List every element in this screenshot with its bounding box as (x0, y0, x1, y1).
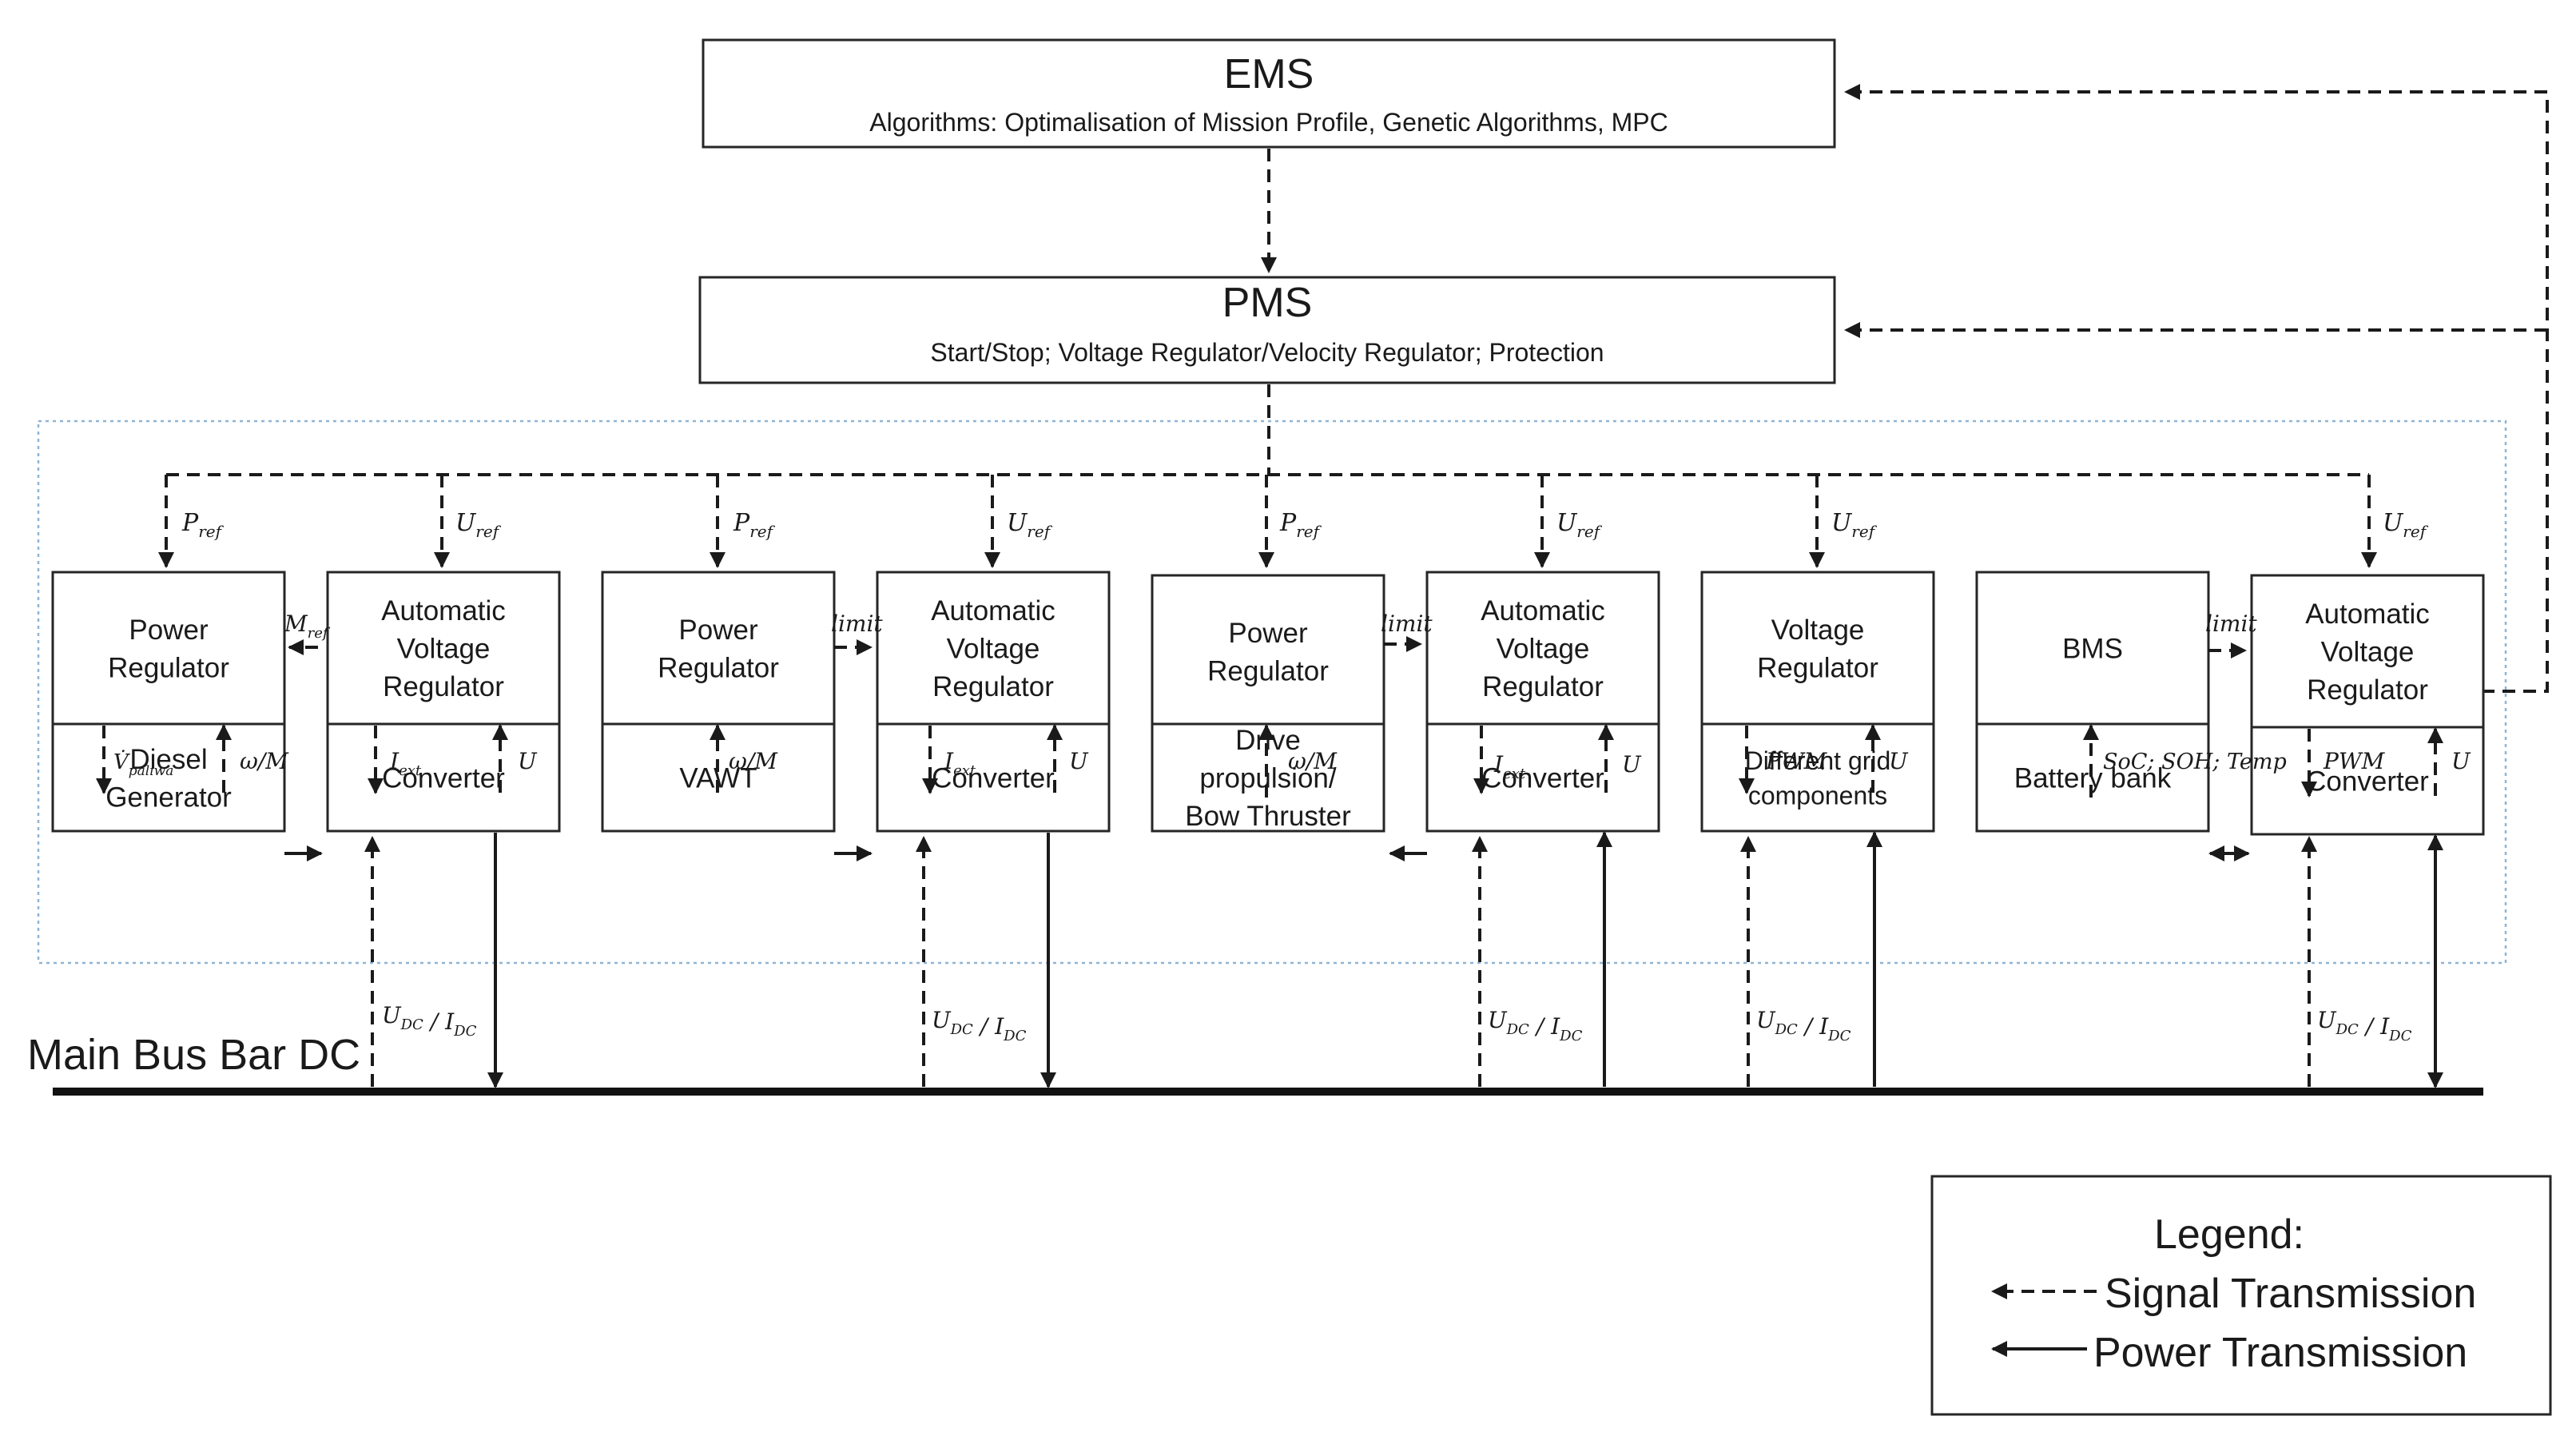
pms-title: PMS (1222, 280, 1313, 326)
u-2-label: U (1069, 748, 1089, 774)
converter-4-label-line-1: Converter (2306, 766, 2429, 798)
avr-2-label-line-2: Voltage (947, 634, 1040, 665)
voltage-regulator-label-line-2: Regulator (1757, 652, 1878, 683)
ems-block: EMS Algorithms: Optimalisation of Missio… (702, 38, 1836, 149)
limit-2-label: limit (1381, 611, 1433, 637)
battery-bank-block: Battery bank (1975, 722, 2210, 833)
control-area-frame (37, 420, 2507, 965)
avr-4-label-line-3: Regulator (2307, 674, 2428, 706)
u-1-label: U (518, 748, 538, 774)
main-bus-label: Main Bus Bar DC (27, 1031, 360, 1079)
i-ext-1-label: Iext (389, 748, 422, 779)
main-bus-bar: Main Bus Bar DC (27, 1031, 2483, 1096)
diesel-generator-label-line-2: Generator (105, 782, 232, 813)
bms-block: BMS (1975, 571, 2210, 726)
udc-idc-4-label: UDC / IDC (1756, 1007, 1851, 1044)
grid-components-label-line-2: components (1748, 781, 1887, 809)
avr-4-label-line-2: Voltage (2321, 637, 2415, 668)
limit-1-label: limit (831, 611, 883, 637)
voltage-regulator-label-line-1: Voltage (1771, 615, 1865, 646)
i-ext-3-label: Iext (1493, 751, 1526, 782)
avr-2-label-line-1: Automatic (931, 595, 1055, 627)
battery-bank-label-line-1: Battery bank (2014, 763, 2172, 794)
avr-3-label-line-2: Voltage (1497, 634, 1590, 665)
u-ref-5-label: Uref (2383, 509, 2429, 541)
avr-1-label-line-3: Regulator (383, 671, 504, 702)
drive-propulsion-label-line-3: Bow Thruster (1185, 801, 1351, 832)
power-regulator-1-label-line-1: Power (129, 615, 209, 646)
converter-4-block: Converter (2250, 726, 2485, 836)
legend-signal-text: Signal Transmission (2105, 1271, 2476, 1317)
avr-1-label-line-2: Voltage (397, 634, 491, 665)
grid-components-label-line-1: Different grid (1745, 746, 1891, 775)
p-ref-2-label: Pref (733, 509, 776, 541)
pms-distribution-signal (166, 384, 2369, 476)
i-ext-2-label: Iext (944, 748, 976, 779)
soc-label: SoC; SOH; Temp (2103, 750, 2287, 774)
u-3-label: U (1622, 751, 1642, 778)
converter-1-block: Converter (326, 722, 561, 833)
legend-title: Legend: (2154, 1211, 2304, 1258)
udc-idc-3-label: UDC / IDC (1488, 1007, 1583, 1044)
avr-1-label-line-1: Automatic (381, 595, 506, 627)
p-ref-3-label: Pref (1279, 509, 1322, 541)
ems-subtitle: Algorithms: Optimalisation of Mission Pr… (869, 108, 1668, 137)
omega-m-1-label: ω/M (240, 748, 289, 774)
p-ref-1-label: Pref (181, 509, 225, 541)
udc-idc-5-label: UDC / IDC (2317, 1007, 2412, 1044)
u-4-label: U (1889, 748, 1909, 774)
ems-title: EMS (1224, 51, 1314, 97)
converter-3-label-line-1: Converter (1481, 763, 1604, 794)
power-regulator-3-label-line-1: Power (1228, 618, 1308, 649)
drive-propulsion-label-line-2: propulsion/ (1199, 763, 1336, 794)
grid-components-block: Different grid components (1700, 722, 1935, 833)
bms-label-line-1: BMS (2062, 634, 2123, 665)
m-ref-label: Mref (284, 611, 331, 642)
converter-3-block: Converter (1425, 722, 1660, 833)
u-ref-1-label: Uref (455, 509, 502, 541)
u-ref-3-label: Uref (1556, 509, 1603, 541)
legend-power-text: Power Transmission (2093, 1330, 2467, 1376)
power-regulator-2-label-line-2: Regulator (658, 652, 779, 683)
power-regulator-3-label-line-2: Regulator (1207, 655, 1329, 686)
avr-2-label-line-3: Regulator (932, 671, 1054, 702)
converter-2-label-line-1: Converter (932, 763, 1055, 794)
legend: Legend: Signal Transmission Power Transm… (1930, 1175, 2552, 1416)
omega-m-2-label: ω/M (729, 748, 778, 774)
power-regulator-2-label-line-1: Power (678, 615, 758, 646)
avr-3-label-line-3: Regulator (1482, 671, 1604, 702)
converter-2-block: Converter (876, 722, 1111, 833)
converter-1-label-line-1: Converter (382, 763, 505, 794)
u-ref-4-label: Uref (1831, 509, 1878, 541)
limit-3-label: limit (2205, 611, 2257, 637)
u-5-label: U (2451, 748, 2471, 774)
pwm-2-label: PWM (2323, 748, 2386, 774)
diesel-generator-label-line-1: Diesel (129, 744, 207, 775)
avr-4-label-line-1: Automatic (2305, 599, 2430, 630)
udc-idc-2-label: UDC / IDC (932, 1007, 1027, 1044)
omega-m-3-label: ω/M (1288, 748, 1338, 774)
udc-idc-1-label: UDC / IDC (382, 1002, 477, 1040)
pms-subtitle: Start/Stop; Voltage Regulator/Velocity R… (930, 338, 1604, 367)
pms-block: PMS Start/Stop; Voltage Regulator/Veloci… (698, 276, 1836, 384)
pwm-1-label: PWM (1765, 748, 1828, 774)
power-regulator-1-label-line-2: Regulator (108, 652, 229, 683)
v-paliwa-label: V̇paliwa (113, 750, 173, 779)
u-ref-2-label: Uref (1007, 509, 1053, 541)
avr-3-label-line-1: Automatic (1481, 595, 1605, 627)
feedback-signal (1844, 84, 2549, 693)
